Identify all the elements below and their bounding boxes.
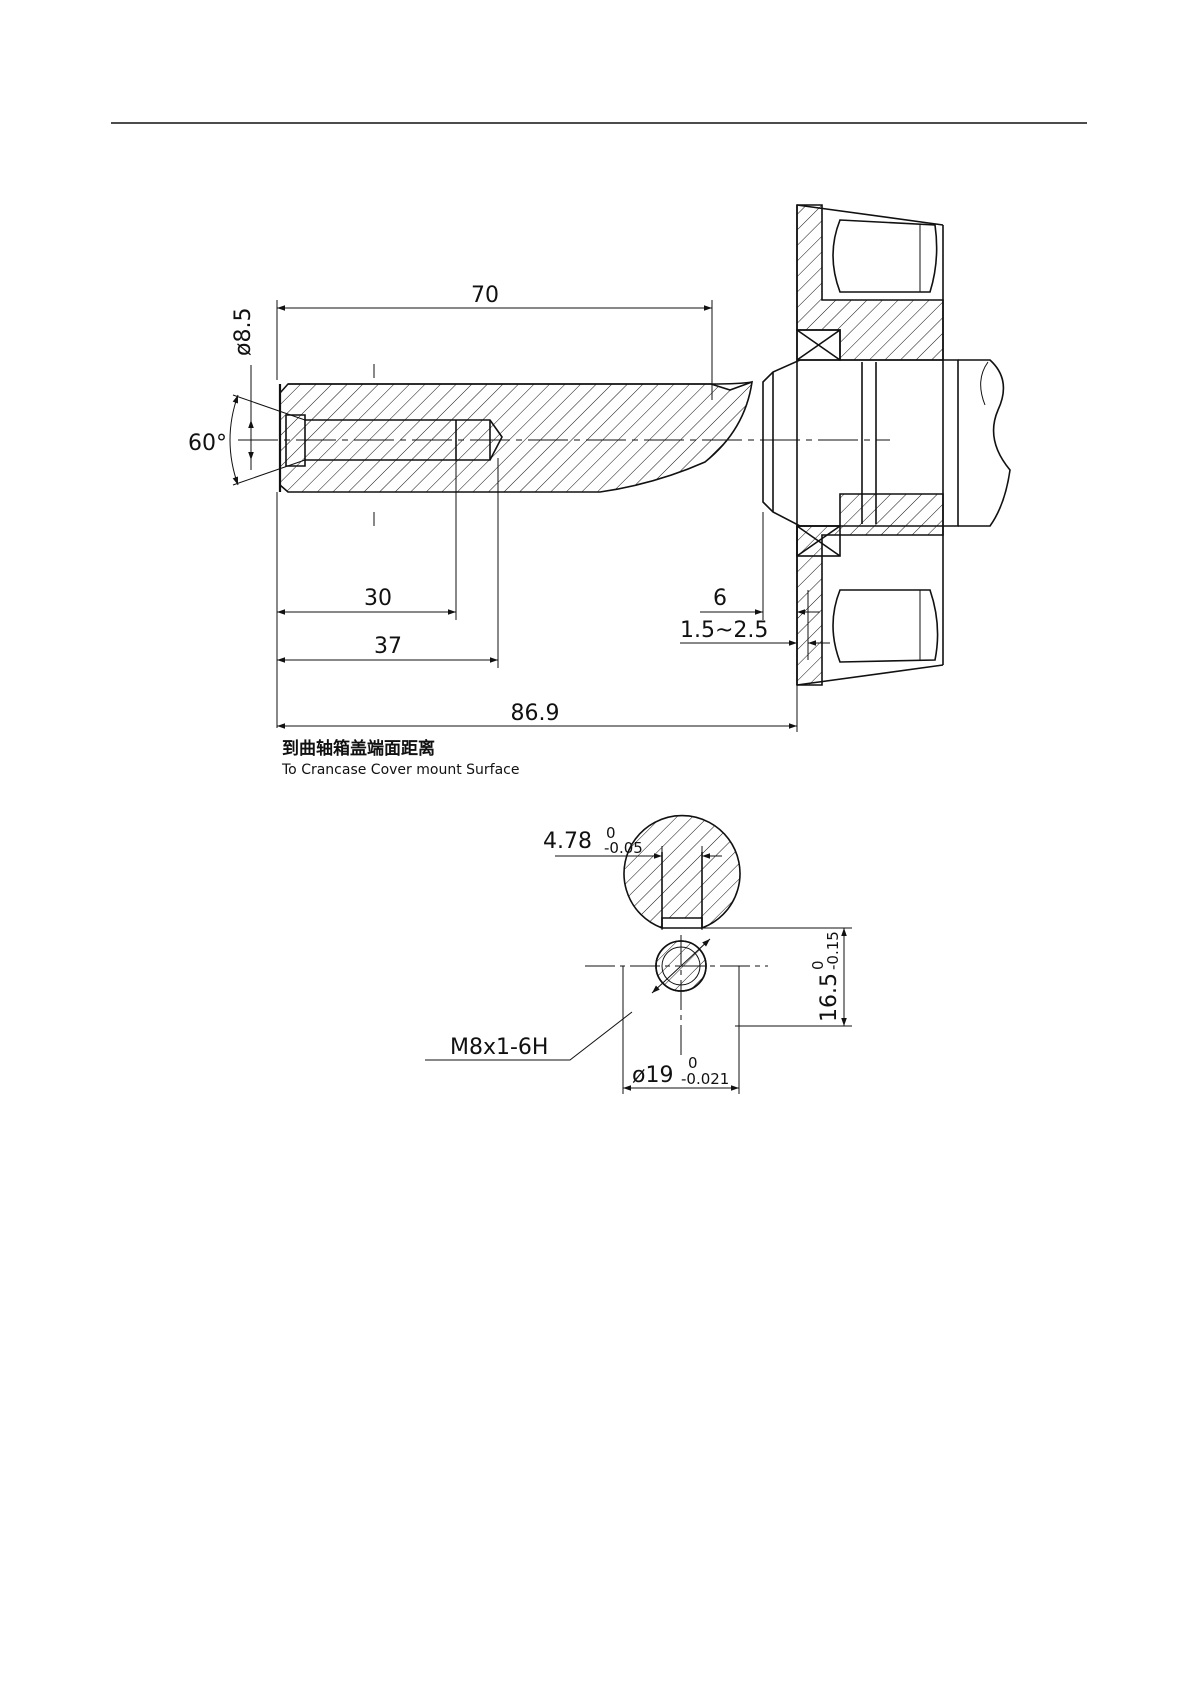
note-en: To Crancase Cover mount Surface	[281, 762, 519, 778]
cover-pocket-upper	[833, 220, 937, 292]
dim-37: 37	[374, 634, 402, 659]
key-width-tol-lower: -0.05	[604, 839, 643, 857]
shaft-side-view: 70 ø8.5 60° 30 37 6 1.5~2.5 86.9	[188, 205, 1010, 778]
dim-30: 30	[364, 586, 392, 611]
dim-1-5-2-5: 1.5~2.5	[680, 618, 768, 643]
dim-6: 6	[713, 586, 727, 611]
diameter: ø19	[632, 1063, 673, 1088]
cover-pocket-lower	[833, 590, 938, 662]
thread-spec: M8x1-6H	[450, 1035, 548, 1060]
shaft-break	[958, 360, 1010, 526]
dim-dia-8-5: ø8.5	[231, 308, 256, 356]
shaft-hatched-section	[280, 382, 752, 492]
height: 16.5	[817, 973, 842, 1022]
dim-86-9: 86.9	[511, 701, 560, 726]
bearing-upper	[797, 330, 840, 360]
cover-upper-section	[797, 205, 943, 360]
diameter-tol-lower: -0.021	[681, 1070, 729, 1088]
dim-70: 70	[471, 283, 499, 308]
height-tol-lower: -0.15	[824, 931, 842, 970]
key-width: 4.78	[543, 829, 592, 854]
note-cn: 到曲轴箱盖端面距离	[282, 738, 435, 759]
dim-60-deg: 60°	[188, 431, 227, 456]
shaft-cross-section: 4.78 0 -0.05 16.5 0 -0.15 M8x1-6H ø19 0 …	[425, 816, 852, 1094]
